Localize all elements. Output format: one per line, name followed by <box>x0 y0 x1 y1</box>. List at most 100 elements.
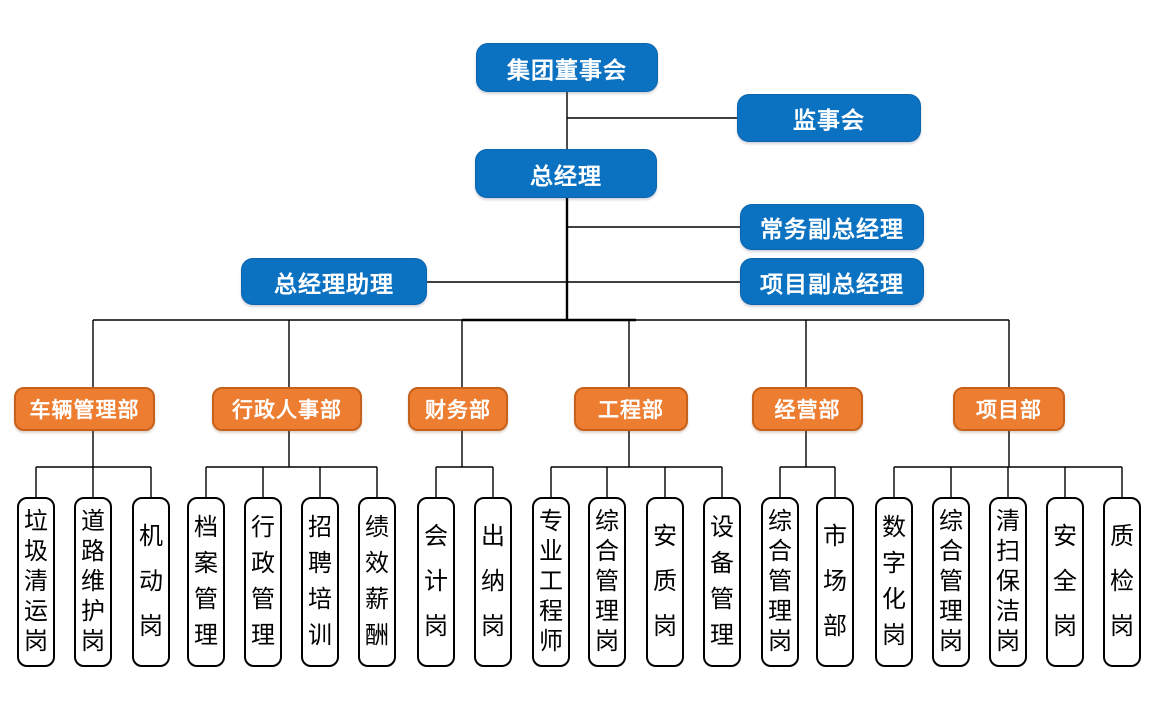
node-post-project-1-label: 综合管理岗 <box>934 499 968 665</box>
node-supervisory-board-label: 监事会 <box>793 108 865 134</box>
node-post-business-1[interactable]: 市场部 <box>816 497 854 667</box>
char: 理 <box>939 597 963 626</box>
char: 道 <box>81 507 105 536</box>
node-post-engineering-3[interactable]: 设备管理 <box>703 497 741 667</box>
node-dept-vehicle-management-label: 车辆管理部 <box>29 398 140 422</box>
char: 安 <box>653 522 677 551</box>
char: 备 <box>710 549 734 578</box>
char: 岗 <box>939 627 963 656</box>
node-post-admin-hr-0[interactable]: 档案管理 <box>187 497 225 667</box>
char: 扫 <box>996 537 1020 566</box>
char: 岗 <box>24 627 48 656</box>
char: 部 <box>823 612 847 640</box>
char: 综 <box>595 507 619 536</box>
char: 质 <box>1110 522 1134 551</box>
node-general-manager-label: 总经理 <box>530 163 602 190</box>
node-post-finance-1-label: 出纳岗 <box>476 499 510 665</box>
char: 管 <box>710 585 734 613</box>
char: 出 <box>481 522 505 551</box>
node-post-vehicle-management-1-label: 道路维护岗 <box>76 499 110 665</box>
char: 路 <box>81 537 105 566</box>
node-gm-assistant[interactable]: 总经理助理 <box>241 258 427 305</box>
char: 字 <box>882 549 906 578</box>
char: 岗 <box>768 627 792 656</box>
char: 岗 <box>653 612 677 640</box>
node-dept-business[interactable]: 经营部 <box>752 387 863 431</box>
node-project-deputy-gm[interactable]: 项目副总经理 <box>740 258 924 305</box>
node-post-vehicle-management-0-label: 垃圾清运岗 <box>19 499 53 665</box>
char: 动 <box>139 567 163 596</box>
char: 专 <box>539 507 563 536</box>
node-post-vehicle-management-1[interactable]: 道路维护岗 <box>74 497 112 667</box>
char: 保 <box>996 567 1020 596</box>
node-post-admin-hr-2-label: 招聘培训 <box>303 499 337 665</box>
char: 理 <box>251 620 275 649</box>
char: 程 <box>539 597 563 626</box>
char: 维 <box>81 567 105 596</box>
char: 效 <box>365 549 389 578</box>
char: 设 <box>710 513 734 542</box>
char: 管 <box>768 567 792 596</box>
node-post-vehicle-management-0[interactable]: 垃圾清运岗 <box>17 497 55 667</box>
node-dept-finance-label: 财务部 <box>425 398 491 422</box>
char: 岗 <box>81 627 105 656</box>
node-post-project-2-label: 清扫保洁岗 <box>991 499 1025 665</box>
node-post-admin-hr-3[interactable]: 绩效薪酬 <box>358 497 396 667</box>
node-post-project-4-label: 质检岗 <box>1105 499 1139 665</box>
node-post-finance-0-label: 会计岗 <box>419 499 453 665</box>
char: 合 <box>939 537 963 566</box>
char: 场 <box>823 567 847 596</box>
node-post-vehicle-management-2-label: 机动岗 <box>134 499 168 665</box>
node-post-engineering-1-label: 综合管理岗 <box>590 499 624 665</box>
node-post-project-4[interactable]: 质检岗 <box>1103 497 1141 667</box>
char: 岗 <box>996 627 1020 656</box>
node-post-finance-1[interactable]: 出纳岗 <box>474 497 512 667</box>
char: 计 <box>424 567 448 596</box>
node-exec-deputy-gm-label: 常务副总经理 <box>760 217 904 243</box>
char: 市 <box>823 522 847 551</box>
char: 岗 <box>139 612 163 640</box>
char: 岗 <box>1053 612 1077 640</box>
node-post-project-1[interactable]: 综合管理岗 <box>932 497 970 667</box>
node-dept-engineering[interactable]: 工程部 <box>574 387 688 431</box>
node-post-project-0[interactable]: 数字化岗 <box>875 497 913 667</box>
char: 行 <box>251 513 275 542</box>
node-post-project-3-label: 安全岗 <box>1048 499 1082 665</box>
node-post-business-0-label: 综合管理岗 <box>763 499 797 665</box>
node-post-engineering-1[interactable]: 综合管理岗 <box>588 497 626 667</box>
node-board[interactable]: 集团董事会 <box>476 43 658 92</box>
node-post-project-3[interactable]: 安全岗 <box>1046 497 1084 667</box>
node-post-engineering-2-label: 安质岗 <box>648 499 682 665</box>
node-post-finance-0[interactable]: 会计岗 <box>417 497 455 667</box>
node-dept-finance[interactable]: 财务部 <box>408 387 508 431</box>
node-dept-vehicle-management[interactable]: 车辆管理部 <box>14 387 155 431</box>
node-post-project-2[interactable]: 清扫保洁岗 <box>989 497 1027 667</box>
char: 训 <box>308 620 332 649</box>
char: 安 <box>1053 522 1077 551</box>
node-exec-deputy-gm[interactable]: 常务副总经理 <box>740 204 924 250</box>
char: 管 <box>939 567 963 596</box>
char: 理 <box>595 597 619 626</box>
node-post-engineering-0[interactable]: 专业工程师 <box>532 497 570 667</box>
node-general-manager[interactable]: 总经理 <box>475 149 657 198</box>
char: 案 <box>194 549 218 578</box>
node-post-engineering-2[interactable]: 安质岗 <box>646 497 684 667</box>
node-post-business-0[interactable]: 综合管理岗 <box>761 497 799 667</box>
node-dept-admin-hr-label: 行政人事部 <box>232 398 342 422</box>
node-dept-project[interactable]: 项目部 <box>953 387 1065 431</box>
node-dept-admin-hr[interactable]: 行政人事部 <box>212 387 362 431</box>
char: 清 <box>996 507 1020 536</box>
node-supervisory-board[interactable]: 监事会 <box>737 94 921 142</box>
node-post-admin-hr-1-label: 行政管理 <box>246 499 280 665</box>
char: 理 <box>194 620 218 649</box>
char: 招 <box>308 513 332 542</box>
char: 全 <box>1053 567 1077 596</box>
char: 护 <box>81 597 105 626</box>
char: 化 <box>882 585 906 613</box>
char: 工 <box>539 567 563 596</box>
node-post-admin-hr-2[interactable]: 招聘培训 <box>301 497 339 667</box>
node-post-project-0-label: 数字化岗 <box>877 499 911 665</box>
node-post-vehicle-management-2[interactable]: 机动岗 <box>132 497 170 667</box>
node-post-admin-hr-1[interactable]: 行政管理 <box>244 497 282 667</box>
